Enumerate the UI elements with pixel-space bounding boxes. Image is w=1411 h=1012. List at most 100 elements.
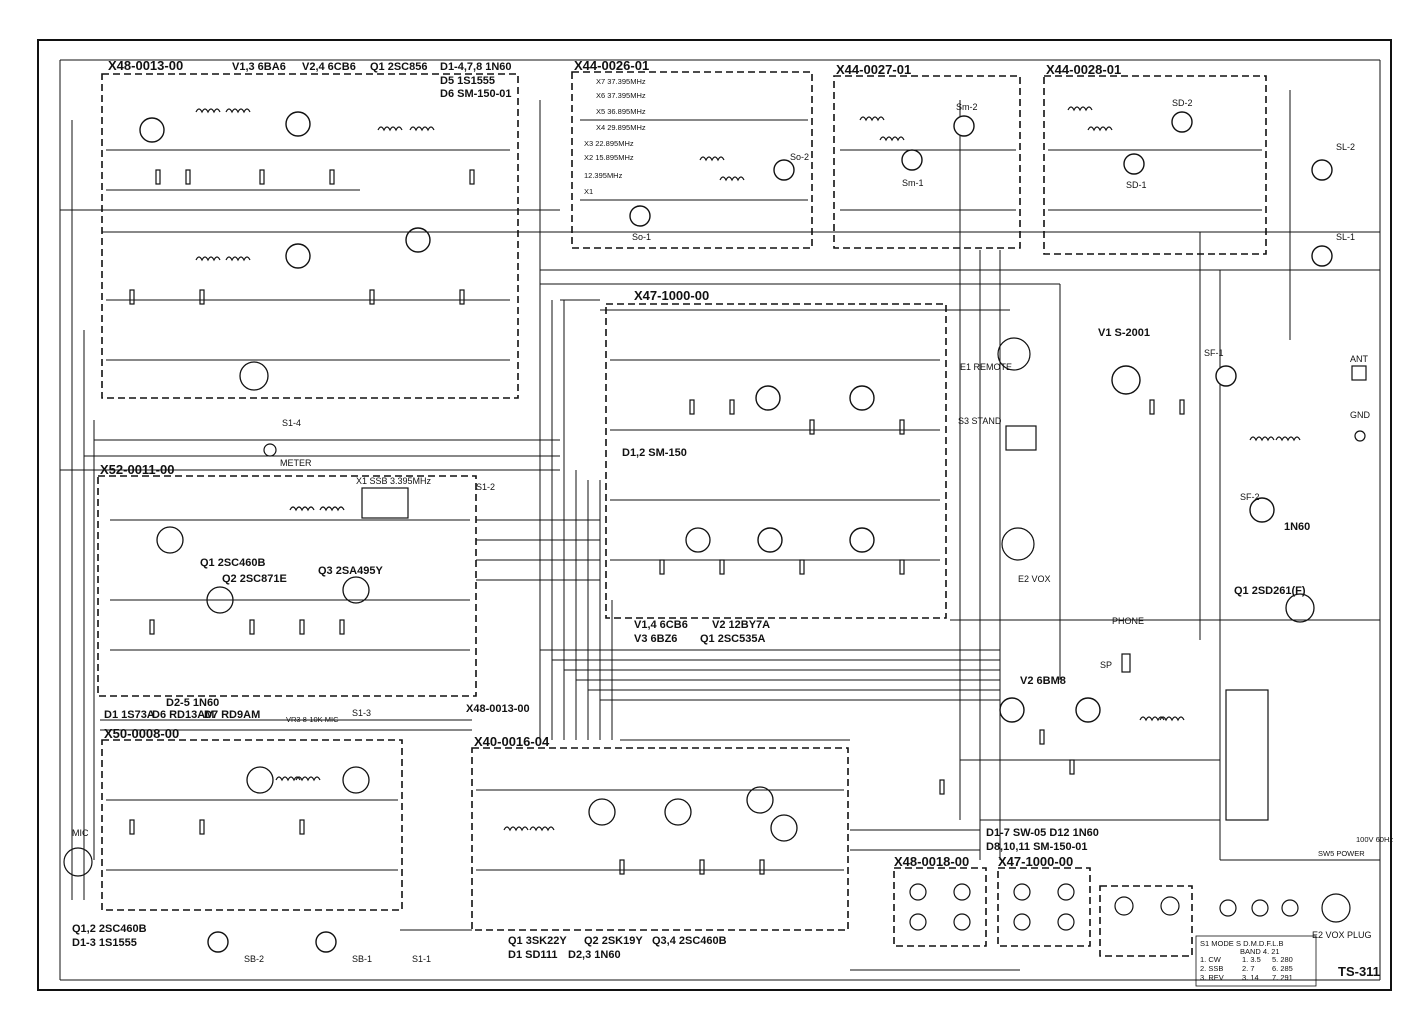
- board-x47-1000-tube-1: V1,4 6CB6: [634, 619, 688, 631]
- switch-sf1-label: SF-1: [1204, 348, 1224, 358]
- board-x47-1000b-label: X47-1000-00: [998, 854, 1073, 869]
- coil-symbol: [275, 776, 301, 782]
- socket-6: [1057, 883, 1075, 901]
- resistor-symbol: [339, 619, 345, 635]
- coil-symbol: [879, 136, 905, 142]
- board-x52-0011-q1: Q1 2SC460B: [200, 557, 265, 569]
- switch-sm2-symbol: [953, 115, 975, 137]
- resistor-symbol: [369, 289, 375, 305]
- board-x44-0026-label: X44-0026-01: [574, 58, 649, 73]
- board-x52-0011-d1: D1 1S73A: [104, 709, 155, 721]
- switch-sf2-symbol: [1249, 497, 1275, 523]
- vox-label: E2 VOX: [1018, 574, 1051, 584]
- coil-symbol: [377, 126, 403, 132]
- board-x52-0011-d7: D7 RD9AM: [204, 709, 260, 721]
- coil-symbol: [319, 506, 345, 512]
- tube-v3-symbol: [285, 243, 311, 269]
- board-x47-1000-tube-3: V3 6BZ6: [634, 633, 677, 645]
- mic-jack-symbol: [63, 847, 93, 877]
- q1-2sd261-label: Q1 2SD261(F): [1234, 585, 1306, 597]
- coil-symbol: [1139, 716, 1165, 722]
- transistor-b8-q3: [746, 786, 774, 814]
- board-x40-0016-label: X40-0016-04: [474, 734, 550, 749]
- crystal-x1: X1: [584, 187, 593, 196]
- resistor-symbol: [809, 419, 815, 435]
- switch-sl1-label: SL-1: [1336, 232, 1355, 242]
- resistor-symbol: [1149, 399, 1155, 415]
- switch-so2-label: So-2: [790, 152, 809, 162]
- switch-so1-symbol: [629, 205, 651, 227]
- resistor-symbol: [469, 169, 475, 185]
- tube-final-symbol: [1111, 365, 1141, 395]
- mode-table-r1-c2: 1. 3.5: [1242, 955, 1261, 964]
- board-x48-0013-sub-label: X48-0013-00: [466, 703, 530, 715]
- switch-s1-2-label: S1-2: [476, 482, 495, 492]
- mode-table-r1-c1: 1. CW: [1200, 955, 1222, 964]
- crystal-x5: X5 36.895MHz: [596, 107, 646, 116]
- switch-sf2-label: SF-2: [1240, 492, 1260, 502]
- board-x40-0016-d2: D2,3 1N60: [568, 949, 621, 961]
- gnd-label: GND: [1350, 410, 1371, 420]
- coil-symbol: [859, 116, 885, 122]
- resistor-symbol: [459, 289, 465, 305]
- resistor-symbol: [129, 819, 135, 835]
- resistor-symbol: [759, 859, 765, 875]
- crystal-x7: X7 37.395MHz: [596, 77, 646, 86]
- switch-sb2-label: SB-2: [244, 954, 264, 964]
- transistor-right-q1: [1285, 593, 1315, 623]
- crystal-x2: X2 15.895MHz: [584, 153, 634, 162]
- power-switch-label: SW5 POWER: [1318, 849, 1365, 858]
- board-x47-1000-tube-4: Q1 2SC535A: [700, 633, 765, 645]
- board-x48-0013-part-5: D5 1S1555: [440, 75, 495, 87]
- board-x40-0016-q2: Q2 2SK19Y: [584, 935, 643, 947]
- board-labels: X48-0013-00 V1,3 6BA6 V2,4 6CB6 Q1 2SC85…: [72, 58, 1193, 961]
- connector-labels: METER E1 REMOTE S3 STAND E2 VOX PHONE SP…: [72, 354, 1393, 940]
- mode-table-r3-c1: 3. REV: [1200, 973, 1224, 982]
- socket-5: [1013, 883, 1031, 901]
- board-x48-0013-part-6: D6 SM-150-01: [440, 88, 512, 100]
- outer-frame: [37, 39, 1392, 991]
- resistor-symbol: [729, 399, 735, 415]
- coil-symbol: [195, 256, 221, 262]
- mode-table-r3-c3: 7. 291: [1272, 973, 1293, 982]
- transistor-b7-q2: [342, 766, 370, 794]
- board-x40-0016-d1: D1 SD111: [508, 949, 558, 961]
- tube-symbols: [139, 111, 1141, 723]
- board-x44-0028-outline: [1043, 75, 1267, 255]
- resistor-symbol: [199, 289, 205, 305]
- switch-sb1-label: SB-1: [352, 954, 372, 964]
- resistor-symbol: [199, 819, 205, 835]
- resistor-symbol: [155, 169, 161, 185]
- board-x52-0011-d6: D6 RD13AM: [152, 709, 214, 721]
- coil-symbol: [1275, 436, 1301, 442]
- coil-symbol: [195, 108, 221, 114]
- transistor-b6-q3: [342, 576, 370, 604]
- mode-table-header-2: S D.M.D.F.L.B: [1236, 939, 1284, 948]
- tube-audio-a-symbol: [999, 697, 1025, 723]
- board-x50-0008-outline: [101, 739, 403, 911]
- resistor-symbol: [799, 559, 805, 575]
- board-x50-0008-q: Q1,2 2SC460B: [72, 923, 147, 935]
- board-x44-0027-outline: [833, 75, 1021, 249]
- board-x52-0011-outline: [97, 475, 477, 697]
- board-x48-0013-part-3: Q1 2SC856: [370, 61, 427, 73]
- diodes-note-label: D1-7 SW-05 D12 1N60: [986, 827, 1099, 839]
- socket-8: [1057, 913, 1075, 931]
- pilot-lamp-3: [1281, 899, 1299, 917]
- board-outlines: [97, 71, 1267, 957]
- transistor-b6-q2: [206, 586, 234, 614]
- board-x44-0028-label: X44-0028-01: [1046, 62, 1121, 77]
- board-x48-0013-part-1: V1,3 6BA6: [232, 61, 286, 73]
- tube-b5-v1-symbol: [755, 385, 781, 411]
- socket-2: [953, 883, 971, 901]
- switch-s1-3-label: S1-3: [352, 708, 371, 718]
- transistor-b8-q1: [588, 798, 616, 826]
- board-x52-0011-q2: Q2 2SC871E: [222, 573, 287, 585]
- tube-audio-b-symbol: [1075, 697, 1101, 723]
- transistor-b8-q4: [770, 814, 798, 842]
- coil-symbol: [1249, 436, 1275, 442]
- ground-terminal-symbol: [1354, 430, 1366, 442]
- mode-table-r2-c3: 6. 285: [1272, 964, 1293, 973]
- board-x48-0018-label: X48-0018-00: [894, 854, 969, 869]
- switch-so1-label: So-1: [632, 232, 651, 242]
